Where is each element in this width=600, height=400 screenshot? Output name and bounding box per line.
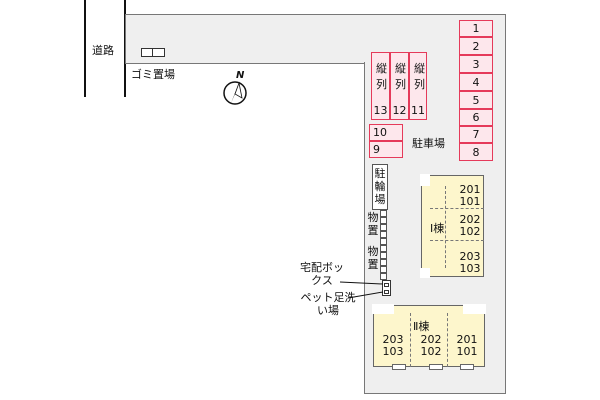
parking-tandem-11-number: 11 — [411, 104, 425, 117]
north-label: N — [236, 70, 245, 81]
rack-5 — [380, 238, 387, 245]
rack-6 — [380, 245, 387, 252]
building-2-divider-2 — [447, 313, 448, 367]
building-2-divider-1 — [410, 313, 411, 367]
building-2-unit-3: 201 101 — [456, 333, 478, 358]
storage-label-2: 物置 — [367, 245, 379, 271]
parking-label: 駐車場 — [412, 137, 445, 150]
parking-space-2: 2 — [459, 37, 493, 55]
rack-1 — [380, 210, 387, 217]
building-1-unit-3: 203 103 — [459, 250, 481, 275]
building-2-entry-1 — [392, 364, 406, 370]
parking-tandem-13: 縦列 13 — [371, 52, 390, 120]
parking-space-4: 4 — [459, 73, 493, 91]
parking-tandem-12-number: 12 — [392, 104, 407, 117]
rack-10 — [380, 273, 387, 280]
parking-tandem-12-label: 縦列 — [395, 62, 406, 91]
garbage-label: ゴミ置場 — [131, 68, 175, 81]
building-2 — [373, 305, 485, 367]
parking-tandem-13-number: 13 — [373, 104, 388, 117]
lot-top-strip — [125, 14, 366, 64]
building-2-unit-2: 202 102 — [420, 333, 442, 358]
building-1-name: Ⅰ棟 — [430, 222, 445, 235]
building-1-notch-bottom — [420, 268, 430, 278]
bicycle-parking — [372, 164, 388, 210]
rack-8 — [380, 259, 387, 266]
rack-7 — [380, 252, 387, 259]
building-2-entry-2 — [429, 364, 443, 370]
building-2-name: Ⅱ棟 — [413, 320, 430, 333]
rack-9 — [380, 266, 387, 273]
parking-space-10: 10 — [369, 124, 403, 141]
garbage-station — [141, 48, 165, 57]
parking-tandem-11-label: 縦列 — [414, 62, 425, 91]
building-2-notch-2 — [463, 304, 486, 314]
building-1-divider-1 — [430, 208, 484, 209]
rack-3 — [380, 224, 387, 231]
building-1-divider-2 — [430, 240, 484, 241]
parking-tandem-11: 縦列 11 — [409, 52, 427, 120]
building-1-notch-top — [420, 174, 430, 186]
parking-space-7: 7 — [459, 126, 493, 143]
delivery-box-label: 宅配ボックス — [300, 261, 344, 287]
storage-label-1: 物置 — [367, 211, 379, 237]
pet-wash-station — [384, 290, 389, 294]
building-1-unit-1: 201 101 — [459, 183, 481, 208]
north-arrow-icon — [223, 81, 247, 105]
parking-space-9: 9 — [369, 141, 403, 158]
building-1 — [421, 175, 484, 277]
building-1-unit-2: 202 102 — [459, 213, 481, 238]
parking-tandem-13-label: 縦列 — [376, 62, 387, 91]
rack-4 — [380, 231, 387, 238]
delivery-box-slot-1 — [384, 283, 389, 287]
parking-space-5: 5 — [459, 91, 493, 109]
building-2-entry-3 — [460, 364, 474, 370]
road-label: 道路 — [92, 44, 114, 57]
bicycle-parking-label: 駐輪場 — [374, 167, 386, 206]
building-1-inner-line — [445, 186, 446, 268]
building-2-notch-1 — [372, 304, 394, 314]
parking-space-3: 3 — [459, 55, 493, 73]
building-2-unit-1: 203 103 — [382, 333, 404, 358]
pet-wash-label: ペット足洗い場 — [300, 291, 356, 317]
rack-2 — [380, 217, 387, 224]
garbage-station-divider — [152, 48, 153, 57]
delivery-box — [382, 280, 391, 296]
leader-lines — [340, 281, 384, 299]
parking-space-8: 8 — [459, 143, 493, 161]
road-line-left — [84, 0, 86, 97]
parking-space-1: 1 — [459, 20, 493, 37]
lot-joint — [360, 15, 368, 62]
parking-space-6: 6 — [459, 109, 493, 126]
parking-tandem-12: 縦列 12 — [390, 52, 409, 120]
